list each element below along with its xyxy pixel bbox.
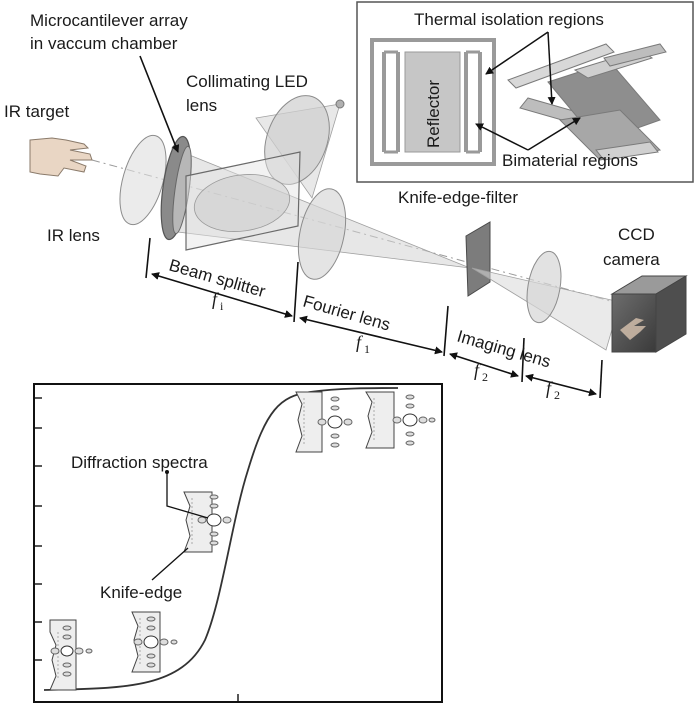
reflector-pixel	[370, 38, 496, 166]
svg-text:i: i	[220, 299, 224, 313]
spectrum-4	[295, 391, 353, 453]
svg-text:f: f	[212, 289, 220, 309]
knife-edge-filter-label: Knife-edge-filter	[398, 188, 518, 207]
bimaterial-pointer-2	[527, 117, 581, 151]
diffraction-pointer	[166, 472, 209, 519]
focal-fi: f i	[212, 289, 224, 313]
dim-f2a	[449, 352, 519, 378]
focal-f1: f 1	[356, 332, 370, 356]
knife-edge-pointer	[151, 547, 189, 581]
dimension-lines	[145, 237, 603, 399]
ccd-label-2: camera	[603, 250, 660, 269]
bimaterial-label: Bimaterial regions	[502, 151, 638, 170]
spectrum-5	[365, 391, 436, 449]
optical-path	[29, 95, 688, 353]
microcantilever-array	[172, 145, 192, 235]
microcantilever-label-2: in vaccum chamber	[30, 34, 178, 53]
knife-edge-response-curve	[43, 387, 399, 691]
collimating-label-1: Collimating LED	[186, 72, 308, 91]
dim-f2b	[525, 373, 597, 397]
led-source	[335, 99, 345, 109]
reflector-label: Reflector	[424, 80, 443, 148]
reflector-plate	[404, 51, 461, 153]
diffraction-spectra-label: Diffraction spectra	[71, 453, 208, 472]
cantilever-inset: Reflector Thermal isolation regions Bima…	[356, 1, 694, 183]
thermal-isolation-label: Thermal isolation regions	[414, 10, 604, 29]
spectrum-2	[131, 611, 178, 673]
svg-text:2: 2	[554, 388, 560, 402]
thermal-pointer-2	[547, 31, 556, 105]
ir-lens	[119, 134, 167, 226]
svg-text:1: 1	[364, 342, 370, 356]
thermal-pointer-1	[485, 31, 549, 75]
fourier-lens-label: Fourier lens	[301, 292, 393, 335]
imaging-lens-label: Imaging lens	[455, 327, 553, 372]
ir-target-label: IR target	[4, 102, 69, 121]
dim-f1	[299, 315, 443, 355]
focal-f2b: f 2	[546, 378, 560, 402]
spectrum-1	[49, 619, 93, 691]
ccd-label-1: CCD	[618, 225, 655, 244]
imaging-lens	[526, 250, 562, 324]
microcantilever-pointer	[139, 55, 180, 153]
spectrum-3	[183, 491, 232, 553]
knife-edge-label: Knife-edge	[100, 583, 182, 602]
response-plot: Diffraction spectra Knife-edge	[33, 383, 443, 703]
ir-lens-label: IR lens	[47, 226, 100, 245]
ccd-camera	[610, 275, 688, 353]
svg-text:f: f	[474, 360, 482, 380]
focal-f2a: f 2	[474, 360, 488, 384]
microcantilever-label-1: Microcantilever array	[30, 11, 188, 30]
bimaterial-pointer-1	[475, 123, 529, 151]
svg-text:2: 2	[482, 370, 488, 384]
dim-fi	[151, 272, 293, 318]
svg-text:f: f	[356, 332, 364, 352]
collimating-label-2: lens	[186, 96, 217, 115]
plot-ticks	[34, 397, 239, 702]
svg-text:f: f	[546, 378, 554, 398]
fourier-lens	[297, 188, 347, 280]
beam-splitter-disc	[193, 174, 291, 232]
knife-edge-filter	[465, 221, 491, 297]
ir-target-hand	[29, 137, 93, 177]
